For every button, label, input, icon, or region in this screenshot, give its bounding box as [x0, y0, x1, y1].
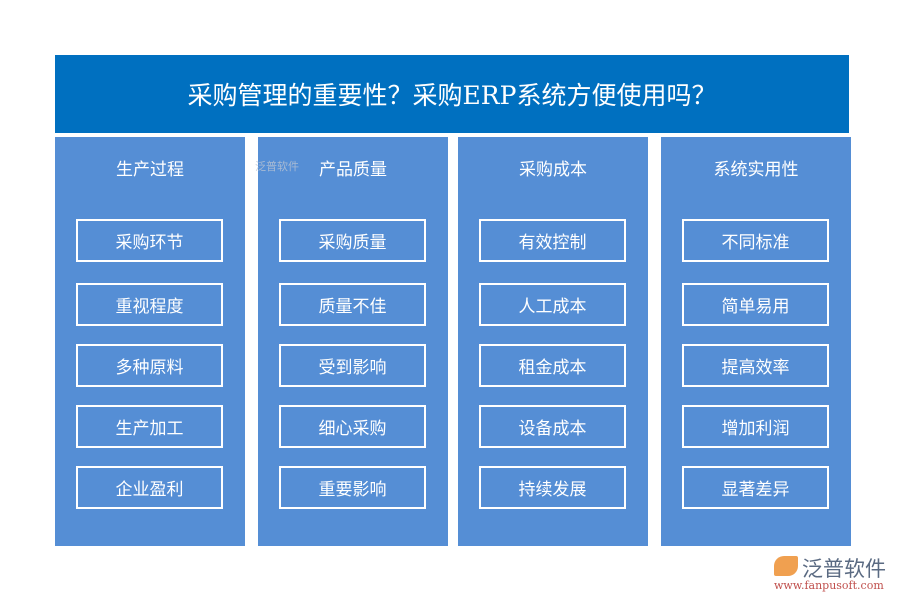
- item-box: 人工成本: [479, 283, 626, 326]
- column-2: 产品质量采购质量质量不佳受到影响细心采购重要影响: [258, 137, 448, 546]
- item-box: 持续发展: [479, 466, 626, 509]
- item-box: 采购质量: [279, 219, 426, 262]
- item-box: 质量不佳: [279, 283, 426, 326]
- logo-icon: [774, 556, 798, 576]
- item-box: 重视程度: [76, 283, 223, 326]
- item-box: 显著差异: [682, 466, 829, 509]
- column-1: 生产过程采购环节重视程度多种原料生产加工企业盈利: [55, 137, 245, 546]
- item-box: 重要影响: [279, 466, 426, 509]
- logo-name: 泛普软件: [802, 557, 886, 581]
- watermark: 泛普软件: [255, 160, 299, 173]
- item-box: 生产加工: [76, 405, 223, 448]
- item-box: 提高效率: [682, 344, 829, 387]
- column-title: 生产过程: [116, 160, 184, 180]
- column-title: 产品质量: [319, 160, 387, 180]
- item-box: 简单易用: [682, 283, 829, 326]
- column-title: 采购成本: [519, 160, 587, 180]
- item-box: 受到影响: [279, 344, 426, 387]
- item-box: 采购环节: [76, 219, 223, 262]
- item-box: 多种原料: [76, 344, 223, 387]
- logo-url: www.fanpusoft.com: [774, 579, 884, 592]
- item-box: 企业盈利: [76, 466, 223, 509]
- column-title: 系统实用性: [713, 160, 799, 180]
- item-box: 有效控制: [479, 219, 626, 262]
- item-box: 设备成本: [479, 405, 626, 448]
- item-box: 租金成本: [479, 344, 626, 387]
- column-3: 采购成本有效控制人工成本租金成本设备成本持续发展: [458, 137, 648, 546]
- column-4: 系统实用性不同标准简单易用提高效率增加利润显著差异: [661, 137, 851, 546]
- item-box: 增加利润: [682, 405, 829, 448]
- page-title: 采购管理的重要性？采购ERP系统方便使用吗？: [55, 55, 849, 133]
- item-box: 不同标准: [682, 219, 829, 262]
- item-box: 细心采购: [279, 405, 426, 448]
